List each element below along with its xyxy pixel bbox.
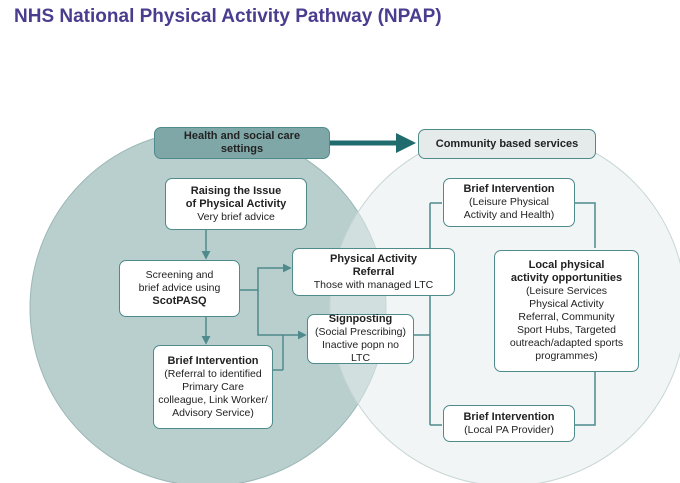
brief-local-line1: (Local PA Provider) [464,423,554,436]
brief-primary-line2: Primary Care [182,380,244,393]
brief-primary-line4: Advisory Service) [172,406,254,419]
brief-primary-line1: (Referral to identified [164,367,262,380]
brief-intervention-local-box: Brief Intervention (Local PA Provider) [443,405,575,442]
local-pa-l6: programmes) [535,350,598,362]
health-settings-line1: Health and social care [183,130,301,142]
signposting-line2: Inactive popn no LTC [321,339,400,364]
screening-line2: brief advice using [138,282,221,294]
arrow-screening-referral [240,263,292,291]
local-pa-opportunities-box: Local physical activity opportunities (L… [494,250,639,372]
page-title: NHS National Physical Activity Pathway (… [14,6,442,27]
raising-line2: of Physical Activity [185,197,287,210]
screening-bold: ScotPASQ [152,295,207,307]
connector-local-bottom [575,372,596,426]
brief-leisure-title: Brief Intervention [463,183,555,195]
brief-local-title: Brief Intervention [463,410,555,423]
raising-line1: Raising the Issue [190,184,282,197]
pa-referral-sub: Those with managed LTC [313,278,434,291]
pa-referral-box: Physical Activity Referral Those with ma… [292,248,455,296]
health-settings-line2: settings [220,143,264,155]
raising-issue-box: Raising the Issue of Physical Activity V… [165,178,307,230]
arrow-screening-signposting [257,290,307,340]
connector-local-top [575,202,596,248]
signposting-line1: (Social Prescribing) [314,326,407,338]
local-pa-l4: Sport Hubs, Targeted [516,324,617,336]
local-pa-l2: Physical Activity [529,298,604,310]
screening-line1: Screening and [145,269,214,281]
brief-primary-line3: colleague, Link Worker/ [158,393,268,406]
screening-box: Screening and brief advice using ScotPAS… [119,260,240,317]
health-settings-header: Health and social care settings [154,127,330,159]
brief-intervention-leisure-box: Brief Intervention (Leisure Physical Act… [443,178,575,227]
brief-leisure-line1: (Leisure Physical [469,196,549,208]
brief-leisure-line2: Activity and Health) [463,209,555,221]
local-pa-l1: (Leisure Services [525,285,608,297]
community-services-label: Community based services [435,137,579,150]
signposting-box: Signposting (Social Prescribing) Inactiv… [307,313,414,364]
raising-sub: Very brief advice [197,210,275,223]
local-pa-line1: Local physical [528,259,605,271]
pa-referral-line2: Referral [352,265,395,278]
local-pa-line2: activity opportunities [510,272,623,284]
brief-intervention-primary-box: Brief Intervention (Referral to identifi… [153,345,273,429]
signposting-title: Signposting [328,313,393,325]
brief-primary-title: Brief Intervention [167,354,259,367]
pa-referral-line1: Physical Activity [329,252,418,265]
local-pa-l3: Referral, Community [518,311,615,323]
local-pa-l5: outreach/adapted sports [509,337,624,349]
community-services-header: Community based services [418,129,596,159]
